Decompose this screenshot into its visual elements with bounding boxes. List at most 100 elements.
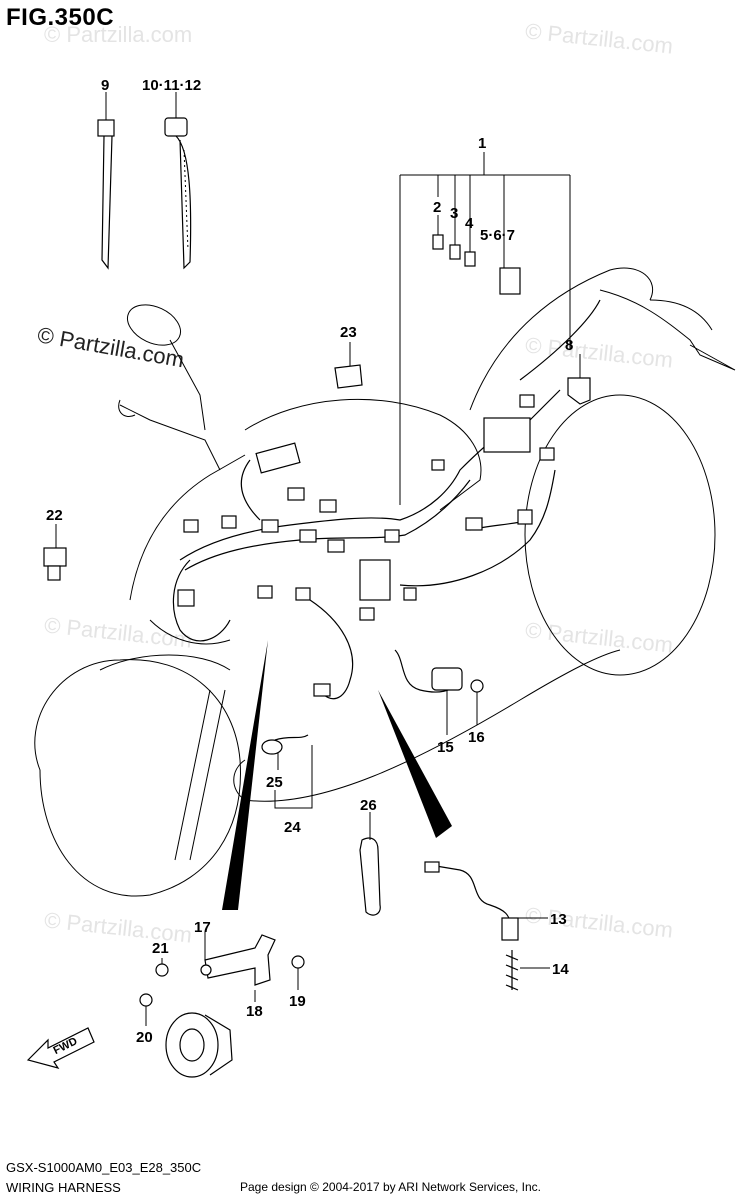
rear-wheel — [524, 394, 716, 676]
harness-connector — [299, 529, 317, 543]
harness-connector — [384, 529, 400, 543]
fuse-4 — [464, 251, 476, 267]
spring-14 — [505, 950, 519, 991]
harness-branch-lower — [309, 599, 354, 700]
harness-connector — [295, 587, 311, 601]
harness-connector — [287, 487, 305, 501]
sensor-22 — [43, 547, 67, 581]
washer-17 — [200, 964, 212, 976]
harness-connector — [539, 447, 555, 461]
handlebar — [119, 404, 221, 471]
harness-connector — [403, 587, 417, 601]
mirror-stem — [169, 339, 206, 431]
harness-connector — [261, 519, 279, 533]
front-fork — [189, 689, 226, 861]
callout-20: 20 — [136, 1029, 153, 1046]
harness-connector — [465, 517, 483, 531]
horn-assembly — [139, 934, 305, 1078]
harness-connector — [255, 442, 301, 474]
section-name: WIRING HARNESS — [6, 1180, 121, 1195]
harness-branch-front — [240, 459, 261, 521]
callout-15: 15 — [437, 739, 454, 756]
front-fender — [99, 654, 231, 671]
seat — [469, 267, 653, 411]
bolt-19 — [291, 955, 305, 969]
sensor-13 — [424, 861, 519, 941]
front-fork — [174, 689, 211, 861]
harness-connector — [313, 683, 331, 697]
fwd-arrow: FWD — [26, 1027, 95, 1069]
horn-bracket-18 — [204, 934, 276, 986]
harness-branch-tail — [519, 299, 601, 381]
callout-10-11-12: 10·11·12 — [142, 77, 201, 94]
pointer-wedge — [222, 640, 268, 910]
cable-tie-10-11-12 — [164, 117, 192, 270]
main-wiring-harness — [172, 299, 601, 700]
harness-connector — [359, 607, 375, 621]
lower-frame — [244, 649, 621, 802]
callout-25: 25 — [266, 774, 283, 791]
leader-lines — [55, 92, 581, 1026]
front-wheel — [34, 659, 241, 897]
grommet-25 — [261, 734, 309, 755]
callout-3: 3 — [450, 205, 458, 222]
model-code: GSX-S1000AM0_E03_E28_350C — [6, 1160, 202, 1175]
callout-19: 19 — [289, 993, 306, 1010]
fuse-box-cover-8 — [567, 377, 591, 405]
fuse-3 — [449, 244, 461, 260]
bolt-20 — [139, 993, 153, 1007]
harness-connector — [221, 515, 237, 529]
watermark: © Partzilla.com — [44, 22, 193, 47]
callout-23: 23 — [340, 324, 357, 341]
motorcycle-outline — [34, 267, 736, 897]
pointer-wedge — [378, 690, 452, 838]
callout-21: 21 — [152, 940, 169, 957]
callout-9: 9 — [101, 77, 109, 94]
callout-8: 8 — [565, 337, 573, 354]
tail-section — [649, 299, 713, 331]
harness-trunk — [179, 389, 561, 561]
harness-connector — [327, 539, 345, 553]
callout-26: 26 — [360, 797, 377, 814]
relay-fuse-box — [483, 417, 531, 453]
tail-section — [599, 289, 736, 371]
callout-24: 24 — [284, 819, 301, 836]
harness-connector — [177, 589, 195, 607]
harness-connector — [431, 459, 445, 471]
harness-trunk — [184, 479, 471, 571]
copyright-credit: Page design © 2004-2017 by ARI Network S… — [240, 1180, 542, 1194]
fuse-set — [432, 234, 521, 295]
relay-5-6-7 — [499, 267, 521, 295]
harness-branch-rear — [399, 469, 556, 587]
harness-branch-headlight — [172, 559, 231, 642]
bolt-16 — [470, 679, 484, 693]
callout-13: 13 — [550, 911, 567, 928]
harness-connector — [519, 394, 535, 408]
callout-18: 18 — [246, 1003, 263, 1020]
front-cowl — [149, 619, 231, 645]
fuse-2 — [432, 234, 444, 250]
callout-16: 16 — [468, 729, 485, 746]
fuel-tank — [244, 398, 482, 511]
callout-4: 4 — [465, 215, 474, 232]
strap-26 — [359, 837, 381, 916]
callout-2: 2 — [433, 199, 441, 216]
callout-5-6-7: 5·6·7 — [480, 227, 515, 244]
harness-connector — [517, 509, 533, 525]
harness-connector — [257, 585, 273, 599]
brake-lever — [118, 399, 136, 417]
callout-22: 22 — [46, 507, 63, 524]
harness-connector — [183, 519, 199, 533]
clamp-23 — [334, 364, 363, 389]
callout-17: 17 — [194, 919, 211, 936]
mirror — [127, 304, 181, 346]
harness-connector-block — [359, 559, 391, 601]
cable-tie-9 — [97, 119, 115, 270]
front-cowl — [129, 454, 246, 601]
switch-15 — [394, 649, 484, 693]
harness-connector — [319, 499, 337, 513]
figure-title: FIG.350C — [6, 4, 115, 31]
callout-1: 1 — [478, 135, 486, 152]
washer-21 — [155, 963, 169, 977]
